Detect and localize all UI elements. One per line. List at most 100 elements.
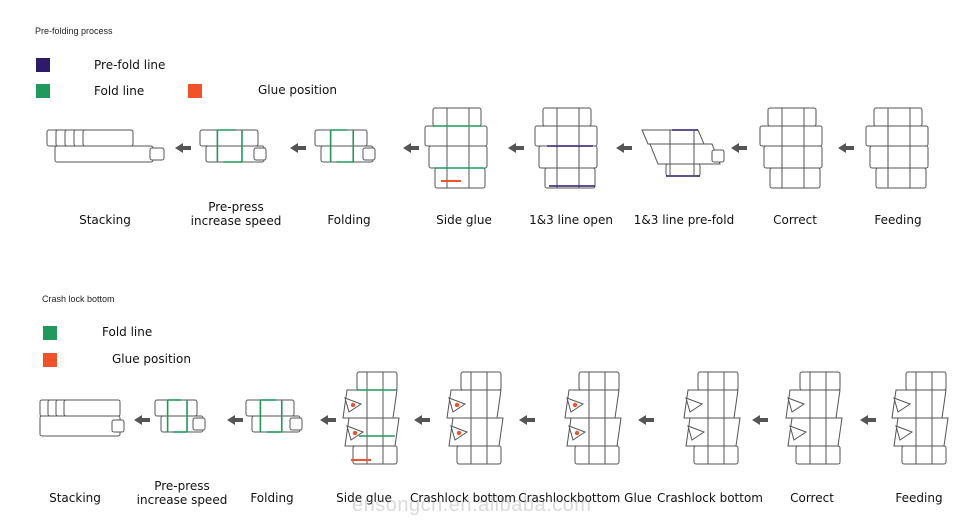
- bottom-step-label: Crashlock bottom: [410, 491, 516, 505]
- top-step-label: Side glue: [436, 213, 492, 227]
- carton-flap: [356, 371, 398, 391]
- carton-flap: [253, 147, 267, 161]
- carton-panel: [39, 415, 121, 437]
- carton-flap: [362, 147, 376, 161]
- arrow-icon: [838, 143, 854, 153]
- carton-flap: [149, 147, 165, 161]
- arrow-icon: [752, 415, 768, 425]
- carton-flap: [434, 167, 486, 189]
- carton-panel: [314, 129, 368, 147]
- bottom-step-label: Feeding: [895, 491, 943, 505]
- carton-flap: [544, 167, 596, 189]
- top-step-label: Feeding: [874, 213, 922, 227]
- carton-flap: [873, 107, 923, 127]
- arrow-icon: [227, 415, 243, 425]
- carton-panel: [428, 145, 488, 169]
- legend-prefold: [36, 58, 50, 72]
- carton-flap: [905, 371, 947, 391]
- carton-flap: [799, 371, 841, 391]
- carton-panel: [865, 125, 929, 147]
- legend-fold-label-bottom: Fold line: [102, 325, 153, 339]
- carton-panel: [763, 145, 823, 169]
- legend-fold-label: Fold line: [94, 84, 145, 98]
- top-step-label: 1&3 line open: [529, 213, 613, 227]
- carton-flap: [111, 419, 125, 433]
- glue-dot: [572, 402, 578, 408]
- arrow-icon: [414, 415, 430, 425]
- lock-tab: [685, 397, 704, 413]
- carton-flap: [460, 371, 502, 391]
- arrow-icon: [175, 143, 191, 153]
- lock-tab: [895, 425, 914, 441]
- legend-prefold-label: Pre-fold line: [94, 58, 166, 72]
- carton-panel: [641, 129, 705, 145]
- carton-panel: [245, 399, 295, 417]
- glue-dot: [574, 430, 580, 436]
- glue-swatch: [43, 353, 57, 367]
- carton-panel: [759, 125, 823, 147]
- lock-tab: [789, 425, 808, 441]
- carton-flap: [875, 167, 927, 189]
- glue-dot: [454, 402, 460, 408]
- carton-panel: [154, 399, 198, 417]
- carton-flap: [289, 417, 303, 431]
- carton-panel: [63, 399, 121, 417]
- top-step-label: 1&3 line pre-fold: [633, 213, 735, 227]
- carton-panel: [534, 125, 598, 147]
- arrow-icon: [616, 143, 632, 153]
- arrow-icon: [134, 415, 150, 425]
- bottom-step-label: Crashlockbottom Glue: [518, 491, 652, 505]
- bottom-step-label: Crashlock bottom: [657, 491, 763, 505]
- top-step-label: Folding: [327, 213, 371, 227]
- arrow-icon: [519, 415, 535, 425]
- carton-flap: [574, 445, 620, 465]
- bottom-step-label: Folding: [250, 491, 294, 505]
- legend-glue-label: Glue position: [258, 83, 337, 97]
- lock-tab: [687, 425, 706, 441]
- arrow-icon: [860, 415, 876, 425]
- bottom-step-label: Stacking: [49, 491, 101, 505]
- carton-flap: [767, 107, 817, 127]
- carton-panel: [54, 145, 154, 163]
- bottom-step-label: Correct: [790, 491, 834, 505]
- section-title-prefolding: Pre-folding process: [35, 26, 113, 36]
- fold-swatch: [43, 326, 57, 340]
- legend-fold-bottom: [43, 326, 57, 340]
- legend-fold: [36, 84, 50, 98]
- lock-tab: [787, 397, 806, 413]
- arrow-icon: [290, 143, 306, 153]
- carton-flap: [711, 149, 725, 163]
- watermark: ensongcn.en.alibaba.com: [352, 494, 592, 516]
- carton-panel: [649, 143, 721, 165]
- carton-panel: [869, 145, 929, 169]
- top-step-label: Stacking: [79, 213, 131, 227]
- arrow-icon: [320, 415, 336, 425]
- top-step-label: Pre-press increase speed: [190, 200, 282, 228]
- carton-flap: [542, 107, 592, 127]
- fold-swatch: [36, 84, 50, 98]
- carton-flap: [693, 445, 739, 465]
- carton-panel: [199, 129, 259, 147]
- carton-panel: [538, 145, 598, 169]
- arrow-icon: [403, 143, 419, 153]
- bottom-step-label: Pre-press increase speed: [136, 479, 228, 507]
- carton-flap: [769, 167, 821, 189]
- carton-panel: [82, 129, 134, 147]
- section-title-crashlock: Crash lock bottom: [42, 294, 115, 304]
- carton-flap: [665, 163, 701, 177]
- carton-flap: [432, 107, 482, 127]
- legend-glue: [188, 84, 202, 98]
- glue-dot: [350, 402, 356, 408]
- arrow-icon: [638, 415, 654, 425]
- prefold-swatch: [36, 58, 50, 72]
- glue-swatch: [188, 84, 202, 98]
- top-step-label: Correct: [773, 213, 817, 227]
- bottom-step-label: Side glue: [336, 491, 392, 505]
- glue-dot: [456, 430, 462, 436]
- carton-flap: [697, 371, 739, 391]
- carton-flap: [192, 417, 206, 431]
- lock-tab: [893, 397, 912, 413]
- legend-glue-bottom: [43, 353, 57, 367]
- carton-flap: [352, 445, 398, 465]
